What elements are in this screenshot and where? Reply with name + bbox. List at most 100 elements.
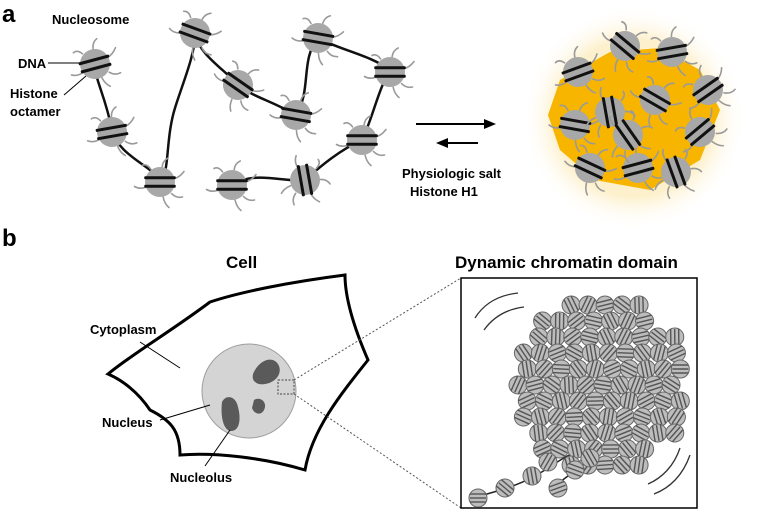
domain-nucleosome-28 bbox=[615, 343, 635, 363]
motion-arcs-top bbox=[474, 292, 525, 331]
domain-nucleosome-85 bbox=[601, 439, 621, 459]
domain-nucleosome-34 bbox=[551, 359, 571, 379]
domain-nucleosome-47 bbox=[593, 375, 613, 395]
domain-nucleosome-96 bbox=[538, 452, 558, 472]
nucleosome-1 bbox=[70, 37, 122, 88]
nucleosome-label: Nucleosome bbox=[52, 12, 129, 27]
domain-nucleosome-52 bbox=[517, 391, 537, 411]
domain-nucleosome-17 bbox=[597, 327, 617, 347]
condition-line1: Physiologic salt bbox=[402, 166, 502, 181]
zoom-line-bottom bbox=[293, 393, 462, 509]
domain-nucleosome-99 bbox=[580, 448, 600, 468]
domain-nucleosome-68 bbox=[615, 407, 635, 427]
panel-b-letter: b bbox=[2, 225, 17, 252]
domain-nucleosome-48 bbox=[610, 375, 630, 395]
domain-nucleosome-35 bbox=[568, 359, 588, 379]
domain-nucleosome-66 bbox=[581, 407, 601, 427]
domain-nucleosome-42 bbox=[508, 375, 528, 395]
domain-nucleosome-30 bbox=[649, 343, 669, 363]
condensed-nucleosome-1 bbox=[554, 45, 606, 94]
domain-nucleosome-44 bbox=[542, 375, 562, 395]
domain-nucleosome-15 bbox=[563, 327, 583, 347]
condensed-nucleosome-11 bbox=[654, 148, 703, 200]
domain-nucleosome-41 bbox=[670, 359, 690, 379]
nucleolus-3 bbox=[252, 398, 266, 414]
domain-nucleosome-69 bbox=[632, 407, 652, 427]
domain-nucleosome-12 bbox=[635, 311, 655, 331]
condensed-chromatin bbox=[548, 20, 736, 200]
domain-nucleosome-58 bbox=[619, 391, 639, 411]
zoom-box bbox=[277, 379, 295, 395]
condensed-nucleosome-7 bbox=[629, 75, 682, 128]
domain-nucleosome-24 bbox=[547, 343, 567, 363]
nucleolus-2 bbox=[221, 397, 240, 432]
domain-nucleosome-71 bbox=[666, 407, 686, 427]
domain-nucleosome-62 bbox=[513, 407, 533, 427]
condensed-nucleosome-8 bbox=[674, 107, 728, 153]
domain-nucleosome-74 bbox=[563, 423, 583, 443]
condition-line2: Histone H1 bbox=[410, 184, 478, 199]
domain-nucleosome-78 bbox=[631, 423, 651, 443]
domain-title: Dynamic chromatin domain bbox=[455, 253, 678, 272]
domain-nucleosome-91 bbox=[612, 455, 632, 475]
nucleolus-label: Nucleolus bbox=[170, 470, 232, 485]
nucleosome-chain bbox=[70, 10, 415, 212]
domain-nucleosome-4 bbox=[612, 295, 632, 315]
chromatin-domain bbox=[468, 295, 690, 508]
domain-nucleosome-75 bbox=[580, 423, 600, 443]
domain-nucleosome-40 bbox=[653, 359, 673, 379]
nucleosome-6 bbox=[269, 91, 323, 143]
histone-pointer bbox=[63, 75, 87, 96]
domain-nucleosome-86 bbox=[618, 439, 638, 459]
domain-nucleosome-92 bbox=[629, 455, 649, 475]
domain-nucleosome-13 bbox=[529, 327, 549, 347]
domain-nucleosome-18 bbox=[614, 327, 634, 347]
domain-nucleosome-76 bbox=[597, 423, 617, 443]
domain-nucleosome-3 bbox=[595, 295, 615, 315]
domain-nucleosome-36 bbox=[585, 359, 605, 379]
dna-label: DNA bbox=[18, 56, 47, 71]
cytoplasm-pointer bbox=[139, 341, 181, 369]
panel-a-letter: a bbox=[2, 1, 16, 28]
domain-nucleosome-5 bbox=[629, 295, 649, 315]
nucleosome-4 bbox=[168, 10, 222, 61]
nucleosome-10 bbox=[280, 154, 331, 206]
nucleosome-3 bbox=[133, 157, 185, 209]
domain-nucleosome-80 bbox=[665, 423, 685, 443]
linker-dna bbox=[93, 34, 392, 187]
cytoplasm-label: Cytoplasm bbox=[90, 322, 156, 337]
nucleus bbox=[201, 343, 297, 439]
zoom-line-top bbox=[293, 277, 462, 381]
nucleolus-1 bbox=[252, 359, 280, 385]
domain-nucleosome-98 bbox=[565, 460, 585, 480]
domain-nucleosome-43 bbox=[525, 375, 545, 395]
condensed-nucleosome-4 bbox=[682, 64, 736, 110]
condensed-nucleosome-2 bbox=[601, 20, 651, 73]
domain-nucleosome-23 bbox=[530, 343, 550, 363]
domain-nucleosome-70 bbox=[649, 407, 669, 427]
condensed-nucleosome-6 bbox=[585, 86, 636, 138]
domain-nucleosome-50 bbox=[644, 375, 664, 395]
domain-nucleosome-73 bbox=[546, 423, 566, 443]
cell-title: Cell bbox=[226, 253, 257, 272]
domain-nucleosome-60 bbox=[653, 391, 673, 411]
domain-nucleosome-65 bbox=[564, 407, 584, 427]
nucleus-pointer bbox=[159, 404, 211, 421]
domain-nucleosome-63 bbox=[530, 407, 550, 427]
nucleosome-9 bbox=[335, 115, 387, 167]
domain-nucleosome-94 bbox=[495, 478, 515, 498]
domain-nucleosome-97 bbox=[548, 478, 568, 498]
nucleosome-8 bbox=[363, 47, 415, 99]
domain-nucleosome-87 bbox=[635, 439, 655, 459]
domain-nucleosome-72 bbox=[529, 423, 549, 443]
domain-nucleosome-8 bbox=[567, 311, 587, 331]
histone-label-line1: Histone bbox=[10, 86, 58, 101]
domain-nucleosome-7 bbox=[550, 311, 570, 331]
domain-nucleosome-46 bbox=[576, 375, 596, 395]
domain-nucleosome-59 bbox=[636, 391, 656, 411]
nucleosome-7 bbox=[291, 14, 345, 66]
nucleolus-pointer bbox=[204, 429, 231, 467]
nucleosome-2 bbox=[86, 106, 138, 157]
domain-nucleosome-9 bbox=[584, 311, 604, 331]
